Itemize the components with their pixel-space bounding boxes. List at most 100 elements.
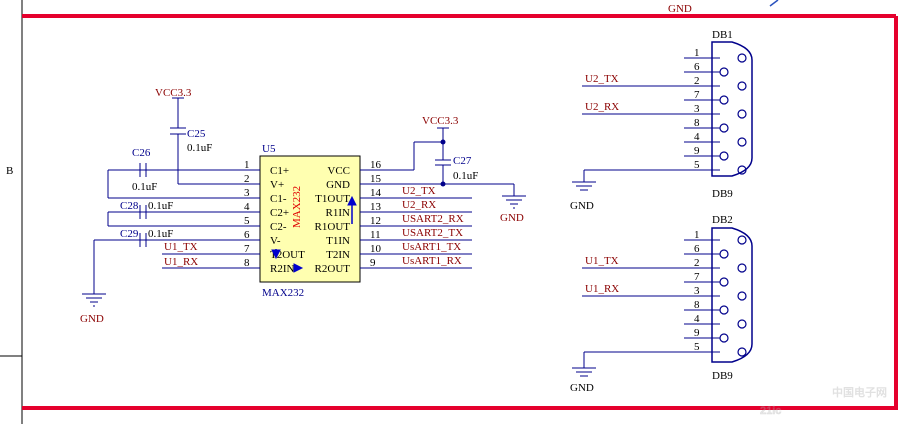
gnd-symbol-left: [82, 293, 106, 307]
db1-pin-number: 9: [694, 145, 700, 157]
db1-pin-number: 3: [694, 103, 700, 115]
u5-pin-name: GND: [326, 179, 350, 191]
watermark-logo: 21ic: [760, 405, 781, 417]
u5-pin-number: 4: [244, 201, 250, 213]
db1-pin-socket: [737, 53, 747, 63]
watermark-text: 中国电子网: [832, 385, 887, 399]
right-wiring: [360, 127, 515, 269]
net-u2-rx[interactable]: U2_RX: [402, 199, 436, 211]
net-u1-tx-left[interactable]: U1_TX: [164, 241, 198, 253]
u5-pin-number: 13: [370, 201, 382, 213]
db2-gnd-label: GND: [570, 382, 594, 394]
u5-designator: U5: [262, 143, 276, 155]
u5-pin-number: 10: [370, 243, 382, 255]
c29-ref: C29: [120, 228, 139, 240]
c25-value: 0.1uF: [187, 142, 212, 154]
vcc-left-label: VCC3.3: [155, 87, 192, 99]
db1-net-rx[interactable]: U2_RX: [585, 101, 619, 113]
u5-pin-number: 11: [370, 229, 381, 241]
db2-pin-socket: [719, 333, 729, 343]
u5-body: [259, 155, 361, 283]
db2-pin-socket: [719, 277, 729, 287]
u5-pin-name: T2IN: [326, 249, 350, 261]
gnd-mid-label: GND: [500, 212, 524, 224]
db2-pin-socket: [719, 305, 729, 315]
db2-part: DB9: [712, 370, 733, 382]
net-usart2-rx[interactable]: USART2_RX: [402, 213, 464, 225]
u5-pin-name: R1IN: [326, 207, 351, 219]
left-wiring: [93, 97, 260, 294]
db1-pin-socket: [719, 67, 729, 77]
db2-pin-number: 5: [694, 341, 700, 353]
net-u2-tx[interactable]: U2_TX: [402, 185, 436, 197]
u5-pin-number: 2: [244, 173, 250, 185]
c25-ref: C25: [187, 128, 206, 140]
db2-pin-number: 3: [694, 285, 700, 297]
u5-pin-name: C2+: [270, 207, 289, 219]
gnd-symbol-mid: [502, 195, 526, 209]
db2-pin-socket: [737, 263, 747, 273]
u5-pin-number: 3: [244, 187, 250, 199]
u5-pin-name: T1IN: [326, 235, 350, 247]
junction-gnd: [440, 181, 446, 187]
db2-pin-number: 6: [694, 243, 700, 255]
u5-pin-name: T1OUT: [315, 193, 350, 205]
u5-pin-number: 8: [244, 257, 250, 269]
db2-net-rx[interactable]: U1_RX: [585, 283, 619, 295]
db1-pin-number: 5: [694, 159, 700, 171]
u5-pin-number: 16: [370, 159, 382, 171]
c26-ref: C26: [132, 147, 151, 159]
u5-pin-name: VCC: [327, 165, 350, 177]
u5-pin-name: R1OUT: [315, 221, 351, 233]
net-usart2-tx[interactable]: USART2_TX: [402, 227, 463, 239]
db1-pin-number: 4: [694, 131, 700, 143]
db2-pin-number: 4: [694, 313, 700, 325]
u5-body-text: MAX232: [291, 186, 303, 228]
db1-pin-socket: [719, 151, 729, 161]
net-usart1-rx[interactable]: UsART1_RX: [402, 255, 462, 267]
db2-net-tx[interactable]: U1_TX: [585, 255, 619, 267]
junction-vcc: [440, 139, 446, 145]
gnd-left-label: GND: [80, 313, 104, 325]
c27-value: 0.1uF: [453, 170, 478, 182]
db2-pin-socket: [737, 319, 747, 329]
c29-value: 0.1uF: [148, 228, 173, 240]
u5-pin-number: 1: [244, 159, 250, 171]
db1-ref: DB1: [712, 29, 733, 41]
c28-value: 0.1uF: [148, 200, 173, 212]
c26-value: 0.1uF: [132, 181, 157, 193]
u5-pin-name: V-: [270, 235, 281, 247]
db1-pin-number: 1: [694, 47, 700, 59]
zone-label: B: [6, 165, 13, 177]
db1-pin-socket: [737, 109, 747, 119]
u5-pin-name: R2OUT: [315, 263, 351, 275]
u5-pin-name: C1+: [270, 165, 289, 177]
db2-pin-number: 9: [694, 327, 700, 339]
u5-pin-number: 9: [370, 257, 376, 269]
net-u1-rx-left[interactable]: U1_RX: [164, 256, 198, 268]
db2-wiring: [572, 267, 684, 377]
u5-pin-name: C1-: [270, 193, 287, 205]
db2-pin-number: 8: [694, 299, 700, 311]
db1-gnd-label: GND: [570, 200, 594, 212]
db2-pin-socket: [737, 347, 747, 357]
db2-pin-socket: [719, 249, 729, 259]
db2-ref: DB2: [712, 214, 733, 226]
top-gnd-label: GND: [668, 3, 692, 15]
net-usart1-tx[interactable]: UsART1_TX: [402, 241, 461, 253]
db1-net-tx[interactable]: U2_TX: [585, 73, 619, 85]
u5-pin-number: 5: [244, 215, 250, 227]
right-net-labels: U2_TX U2_RX USART2_RX USART2_TX UsART1_T…: [402, 185, 464, 267]
db2-pin-socket: [737, 291, 747, 301]
watermark: 21ic 中国电子网: [760, 385, 887, 417]
c27-ref: C27: [453, 155, 472, 167]
db2-pin-number: 1: [694, 229, 700, 241]
db2-pin-number: 2: [694, 257, 700, 269]
db1-pin-socket: [737, 81, 747, 91]
db1-pin-socket: [719, 123, 729, 133]
